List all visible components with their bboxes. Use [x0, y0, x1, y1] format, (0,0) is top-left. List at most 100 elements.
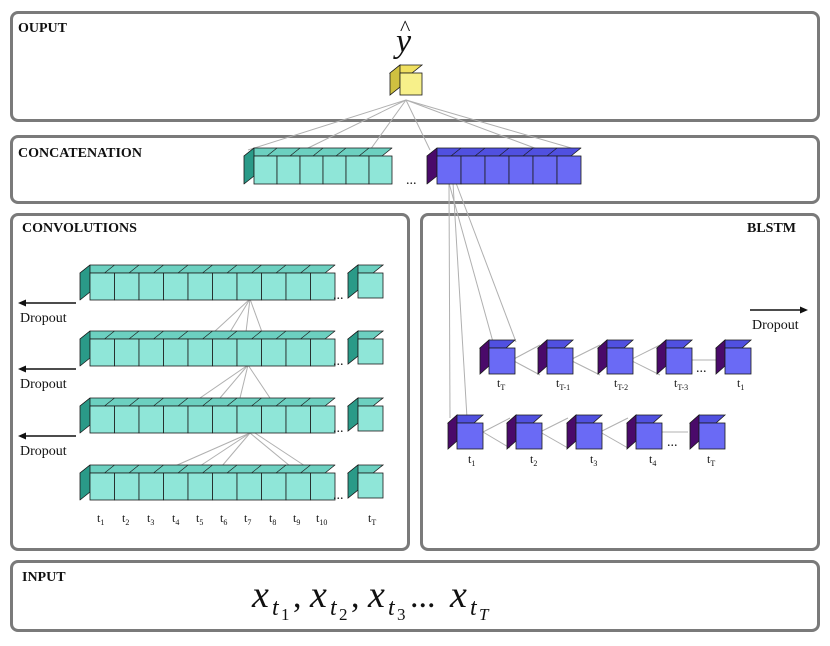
blstm-backward-label-1: tT — [497, 376, 505, 392]
connector — [199, 364, 249, 399]
conv-row-1-cell — [285, 272, 311, 301]
conv-row-1-cell — [261, 272, 287, 301]
connector-lines — [174, 99, 718, 467]
conv-row-3-cell — [138, 405, 164, 434]
connector — [369, 99, 407, 151]
conv-row-2-cell — [89, 338, 115, 367]
input-term-1-subsub: 1 — [281, 605, 290, 624]
connector — [303, 99, 407, 151]
concatenation-panel-label: CONCATENATION — [18, 146, 142, 161]
blstm-backward-label-3: tT-2 — [614, 376, 628, 392]
conv-row-1-cell — [89, 272, 115, 301]
conv-row-1-last-cell — [346, 264, 385, 299]
blstm-backward-cell-2 — [536, 339, 575, 375]
conv-row-3-cell — [285, 405, 311, 434]
input-term-3-base: x — [367, 574, 385, 616]
connector — [213, 298, 251, 333]
dropout-arrow-left-2 — [18, 365, 76, 373]
conv-row-2-last-cell — [346, 330, 385, 365]
conv-row-2-cell — [236, 338, 262, 367]
dropout-label-right: Dropout — [752, 318, 799, 333]
conv-row-4-ellipsis: ... — [333, 488, 344, 503]
concat-row-conv-cell — [299, 155, 324, 185]
conv-row-1-cell — [163, 272, 189, 301]
conv-row-3-cell — [236, 405, 262, 434]
conv-row-2-cell — [261, 338, 287, 367]
input-term-1-base: x — [251, 574, 269, 616]
input-term-4-base: x — [449, 574, 467, 616]
connector — [247, 364, 271, 399]
connector — [629, 344, 661, 361]
conv-time-label-1: t1 — [97, 511, 104, 527]
dropout-arrow-right — [750, 306, 808, 314]
conv-row-3-cell — [261, 405, 287, 434]
connector — [448, 182, 494, 343]
blstm-backward-label-2: tT-1 — [556, 376, 570, 392]
input-panel-label: INPUT — [22, 570, 66, 585]
concat-row-blstm-cell — [508, 155, 534, 185]
conv-row-2-cell — [114, 338, 140, 367]
convolutions-panel-label: CONVOLUTIONS — [22, 221, 137, 236]
conv-time-label-9: t9 — [293, 511, 300, 527]
concat-row-blstm-cell — [532, 155, 558, 185]
dropout-label-left-1: Dropout — [20, 311, 67, 326]
conv-row-4 — [79, 464, 336, 501]
connector — [254, 432, 306, 467]
concat-row-conv-cell — [276, 155, 301, 185]
connector — [219, 364, 249, 399]
conv-row-1-cell — [138, 272, 164, 301]
conv-row-3-last-cell — [346, 397, 385, 432]
blstm-forward-cell-4 — [625, 414, 664, 450]
blstm-forward-label-4: t4 — [649, 452, 656, 468]
concat-row-conv-cell — [345, 155, 370, 185]
blstm-panel — [420, 213, 820, 551]
conv-row-2-cell — [212, 338, 238, 367]
input-term-3-subsub: 3 — [397, 605, 406, 624]
conv-row-3 — [79, 397, 336, 434]
input-panel — [10, 560, 820, 632]
connector — [239, 364, 249, 399]
conv-row-2-cell — [163, 338, 189, 367]
connector — [569, 344, 601, 361]
output-panel-label: OUPUT — [18, 21, 67, 36]
concat-row-blstm-cell — [484, 155, 510, 185]
conv-row-4-cell — [310, 472, 336, 501]
input-term-4-subsub: T — [479, 605, 490, 624]
input-term-2-base: x — [309, 574, 327, 616]
conv-row-3-cell — [114, 405, 140, 434]
conv-row-4-cell — [138, 472, 164, 501]
blstm-backward-label-5: t1 — [737, 376, 744, 392]
connector — [511, 359, 541, 376]
conv-row-1-cell — [114, 272, 140, 301]
blstm-backward-cell-4 — [655, 339, 694, 375]
conv-time-label-11: tT — [368, 511, 376, 527]
connector — [245, 298, 251, 333]
conv-row-3-cell — [310, 405, 336, 434]
connector — [539, 417, 569, 433]
dropout-label-left-2: Dropout — [20, 377, 67, 392]
conv-row-4-cell — [261, 472, 287, 501]
connector — [482, 431, 511, 449]
output-cube — [388, 64, 424, 96]
input-term-1-sub: t — [272, 595, 280, 621]
connector — [174, 432, 251, 467]
blstm-forward-ellipsis: ... — [667, 435, 678, 450]
conv-row-4-last-cell — [346, 464, 385, 499]
conv-row-1-cell — [212, 272, 238, 301]
conv-time-label-5: t5 — [196, 511, 203, 527]
conv-row-4-cell — [236, 472, 262, 501]
concat-row-blstm-cell — [436, 155, 462, 185]
input-term-2-sub: t — [330, 595, 338, 621]
conv-row-2-cell — [138, 338, 164, 367]
concat-row-blstm-cell — [460, 155, 486, 185]
input-term-3-sub: t — [388, 595, 396, 621]
conv-row-4-cell — [163, 472, 189, 501]
concat-row-blstm — [426, 147, 582, 185]
connector — [199, 432, 251, 467]
concat-row-conv — [243, 147, 393, 185]
blstm-backward-cell-1 — [478, 339, 517, 375]
connector — [405, 99, 579, 151]
conv-row-2-ellipsis: ... — [333, 354, 344, 369]
conv-row-3-ellipsis: ... — [333, 421, 344, 436]
blstm-forward-cell-2 — [505, 414, 544, 450]
